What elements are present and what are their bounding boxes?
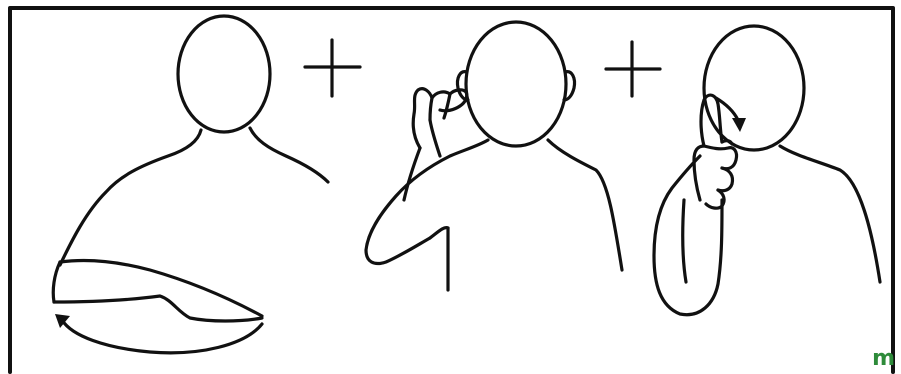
plus-sign-1 [305,40,360,96]
figure-3 [654,26,880,315]
figure-3-arm-outline [654,156,722,315]
figure-3-right-shoulder [780,146,880,282]
figure-1-head [178,16,270,132]
plus-sign-2 [606,42,660,96]
figure-3-head [704,26,804,150]
logo-mark: m [872,348,895,370]
figure-2-finger-2 [444,94,450,118]
figure-3-knuckle-2 [718,168,733,191]
figure-3-hand-back [694,146,704,200]
figure-1-forearm-top [60,260,262,316]
figure-3-knuckle-1 [704,146,737,169]
figure-3-inner-arm [683,200,686,282]
figure-2-forearm-outer [404,148,420,200]
figure-2 [366,22,622,290]
figure-2-raised-arm [366,140,488,264]
figure-2-finger-1 [430,98,432,120]
figure-1-movement-arc [62,320,262,353]
logo-text: m [872,346,895,371]
figure-1-left-shoulder [60,130,201,265]
frame-border [10,8,893,372]
figure-2-right-shoulder [548,140,622,270]
figure-3-arrowhead [732,118,746,132]
figure-1-right-shoulder [250,128,328,182]
figure-2-hand [413,89,466,148]
figure-2-thumb [440,92,467,111]
figure-1 [53,16,328,353]
figure-2-forearm-inner [430,120,440,156]
figure-2-head [466,22,566,146]
figure-1-upper-arm [53,262,60,302]
figure-2-elbow [430,228,448,238]
